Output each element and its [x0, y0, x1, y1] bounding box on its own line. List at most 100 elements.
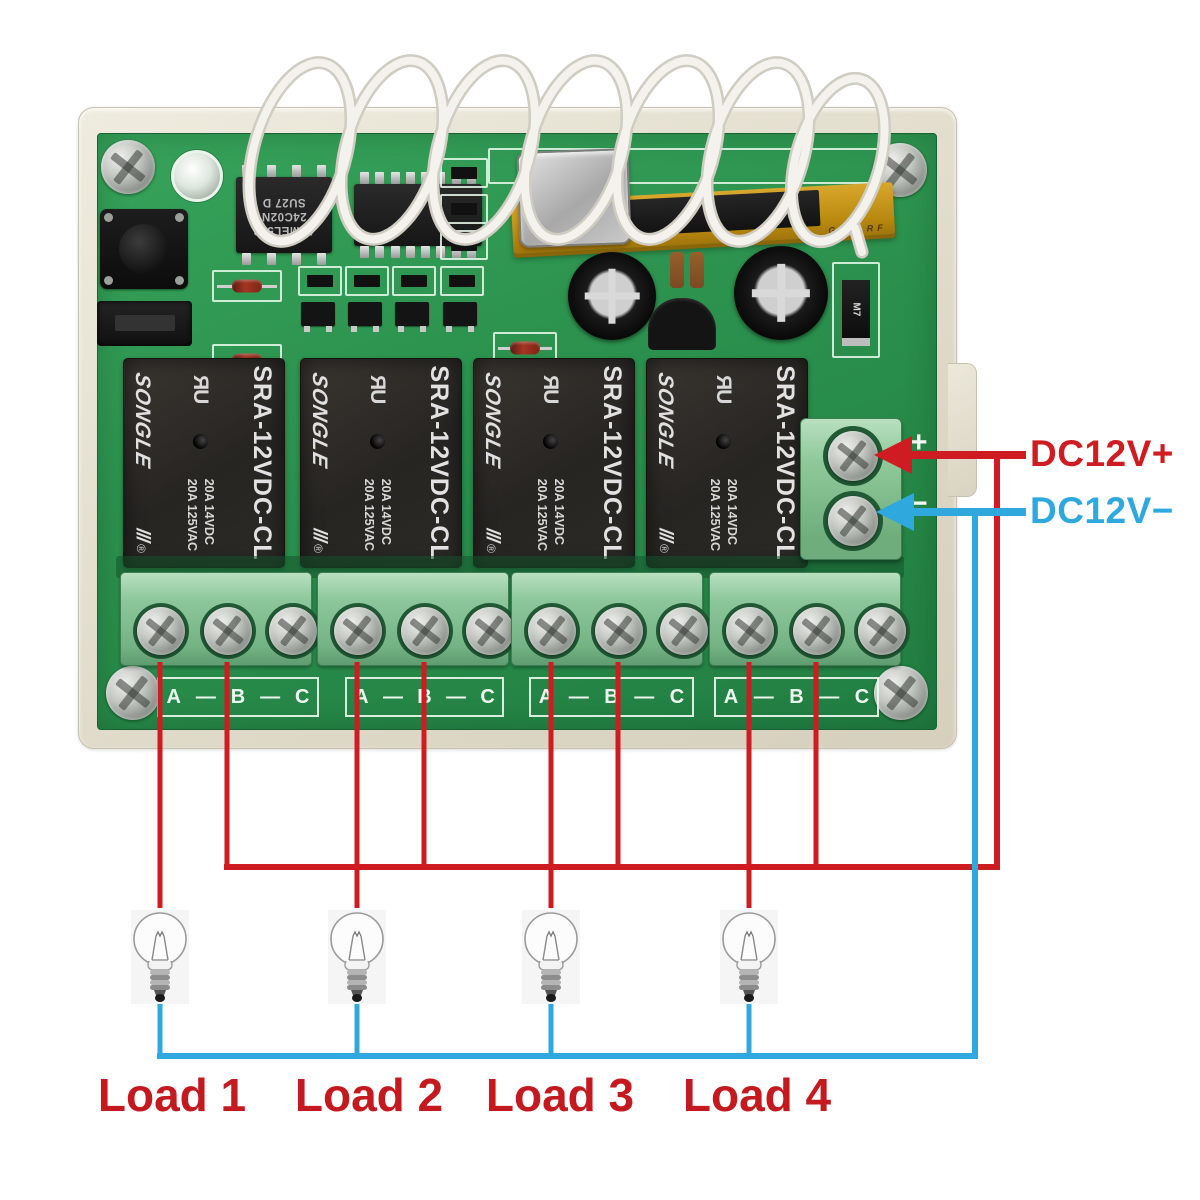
smd-resistor: [345, 266, 389, 296]
registered-mark: ®: [311, 544, 325, 553]
case-side-tab: [948, 363, 977, 497]
terminal-screw-a: [726, 607, 774, 655]
bulb-load-2: [328, 910, 386, 1004]
smd-component-box: [440, 230, 488, 260]
smd-resistor: [392, 266, 436, 296]
registered-mark: ®: [657, 544, 671, 553]
terminal-block-1: [120, 572, 321, 666]
load-4-label: Load 4: [682, 1069, 832, 1121]
load-1-label: Load 1: [97, 1069, 247, 1121]
rf-metal-can: [516, 148, 632, 248]
rf-ic: [606, 189, 821, 237]
registered-mark: ®: [484, 544, 498, 553]
power-terminal-block: [800, 418, 902, 560]
dc-negative-label: DC12V−: [1030, 490, 1174, 531]
relay-brand: SONGLE: [481, 370, 504, 471]
board-minus-mark: −: [910, 487, 928, 520]
terminal-screw-b: [595, 607, 643, 655]
relay-model-label: SRA-12VDC-CL: [425, 365, 453, 561]
registered-mark: ®: [134, 544, 148, 553]
smd-resistor: [298, 266, 342, 296]
terminal-screw-c: [660, 607, 708, 655]
terminal-letter: C: [669, 686, 685, 708]
terminal-screw-c: [858, 607, 906, 655]
smd-component-box: [440, 158, 488, 188]
rf-module-pads-label: GND RF: [828, 222, 888, 236]
songle-stripes-logo: ///: [132, 528, 153, 542]
jumper-header: [97, 301, 192, 346]
eeprom-chip: ATMEL533 24C02N SU27 D: [236, 165, 332, 265]
relay-pin-dot: [543, 433, 558, 449]
terminal-screw-a: [528, 607, 576, 655]
terminal-label-box-3: A—B—C: [529, 677, 694, 717]
electrolytic-capacitor: [568, 252, 656, 340]
terminal-letter: C: [854, 686, 870, 708]
terminal-block-4: [709, 572, 910, 666]
terminal-letter: A: [538, 686, 554, 708]
smd-component-box: [440, 194, 488, 224]
dc-positive-label: DC12V+: [1030, 433, 1174, 474]
songle-stripes-logo: ///: [309, 528, 330, 542]
mounting-screw: [101, 140, 155, 194]
terminal-screw-b: [401, 607, 449, 655]
relay-model-label: SRA-12VDC-CL: [248, 365, 276, 561]
songle-stripes-logo: ///: [655, 528, 676, 542]
ul-logo: ЯU: [539, 375, 563, 404]
terminal-screw-c: [466, 607, 514, 655]
songle-stripes-logo: ///: [482, 528, 503, 542]
terminal-screw-b: [204, 607, 252, 655]
relay-pin-dot: [370, 433, 385, 449]
terminal-label-box-4: A—B—C: [714, 677, 879, 717]
push-button: [100, 209, 188, 289]
relay-model-label: SRA-12VDC-CL: [771, 365, 799, 561]
ceramic-capacitor: [690, 252, 704, 288]
ceramic-capacitor: [670, 252, 684, 288]
smd-diode-label: M7: [850, 302, 862, 316]
terminal-block-2: [317, 572, 518, 666]
bulb-load-1: [131, 910, 189, 1004]
transistor: [348, 302, 382, 332]
terminal-block-3: [511, 572, 712, 666]
terminal-screw-c: [269, 607, 317, 655]
diode: [212, 270, 282, 302]
terminal-letter: B: [417, 686, 432, 708]
relay-brand: SONGLE: [654, 370, 677, 471]
terminal-letter: C: [480, 686, 495, 708]
terminal-screw-a: [137, 607, 185, 655]
terminal-screw-a: [334, 607, 382, 655]
terminal-label-box-1: A—B—C: [157, 677, 319, 717]
bulb-load-4: [720, 910, 778, 1004]
load-2-label: Load 2: [294, 1069, 444, 1121]
power-screw-negative: [828, 496, 878, 546]
relay-brand: SONGLE: [131, 370, 154, 471]
ul-logo: ЯU: [366, 375, 390, 404]
terminal-letter: B: [789, 686, 804, 708]
bulb-icon: [722, 912, 776, 1002]
to92-transistor: [648, 298, 716, 350]
relay-model-label: SRA-12VDC-CL: [598, 365, 626, 561]
push-button-cap: [119, 224, 169, 274]
terminal-letter: B: [604, 686, 619, 708]
terminal-letter: A: [354, 686, 369, 708]
power-screw-positive: [828, 431, 878, 481]
relay-pin-dot: [193, 433, 208, 449]
terminal-letter: A: [723, 686, 739, 708]
ul-logo: ЯU: [189, 375, 213, 404]
terminal-shadow-strip: [116, 556, 904, 578]
smd-resistor: [440, 266, 484, 296]
transistor: [395, 302, 429, 332]
load-3-label: Load 3: [485, 1069, 635, 1121]
transistor: [443, 302, 477, 332]
mounting-screw: [106, 666, 160, 720]
electrolytic-capacitor: [734, 246, 828, 340]
eeprom-chip-label: ATMEL533 24C02N SU27 D: [253, 196, 315, 236]
